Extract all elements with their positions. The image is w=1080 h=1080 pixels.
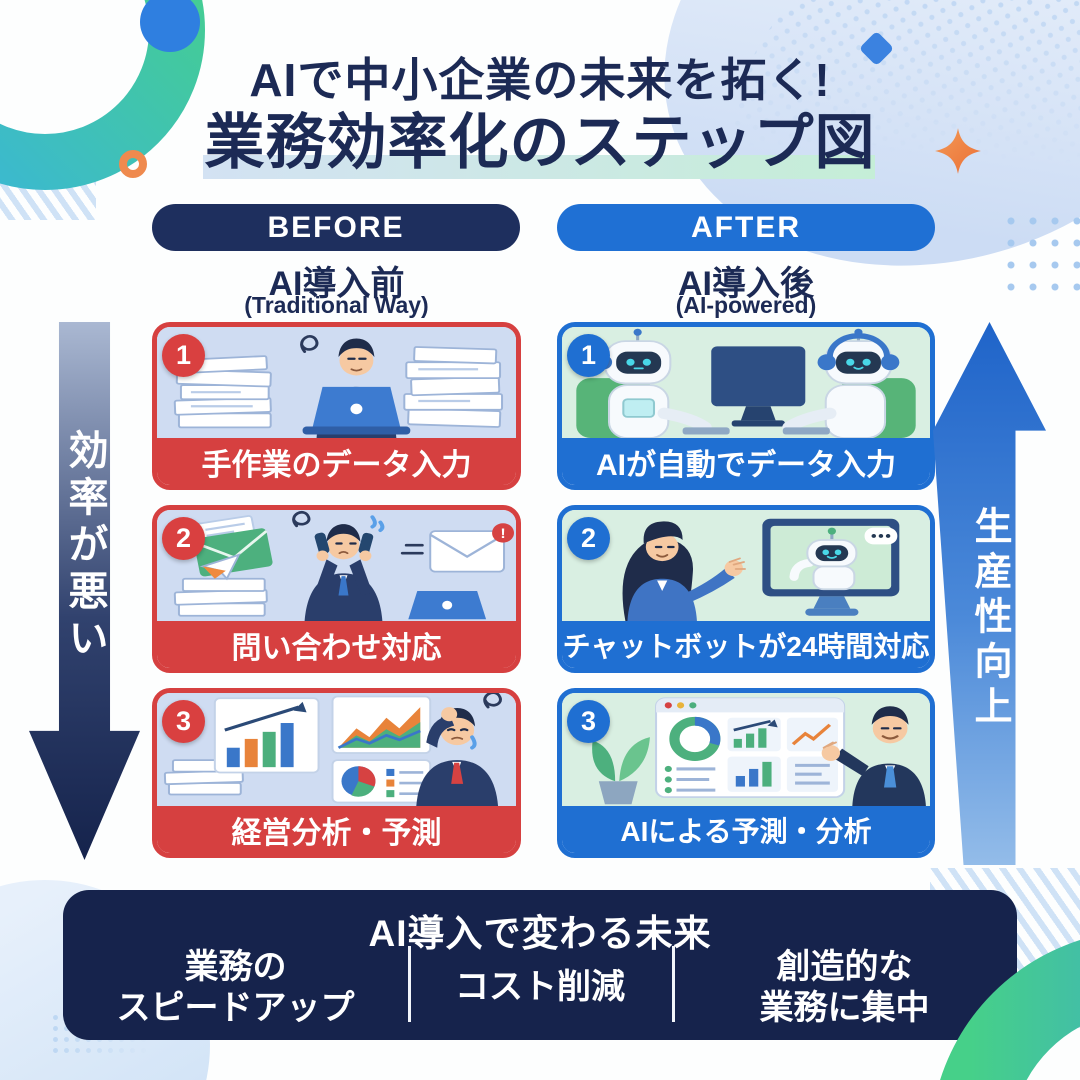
- analysis-stress-illustration: [157, 693, 516, 806]
- after-subheading: (AI-powered): [675, 292, 817, 318]
- inquiry-handling-illustration: !: [157, 510, 516, 621]
- benefit-line: コスト削減: [455, 968, 625, 1007]
- ai-data-entry-illustration: [562, 327, 930, 438]
- summary-panel: AI導入で変わる未来 業務の スピードアップ コスト削減 創造的な 業務に集中: [63, 890, 1017, 1040]
- step-number-badge: 3: [162, 700, 205, 743]
- benefit-line: 業務に集中: [759, 989, 930, 1027]
- step-number-badge: 2: [162, 517, 205, 560]
- summary-title: AI導入で変わる未来: [368, 913, 712, 954]
- svg-text:!: !: [500, 526, 505, 542]
- down-arrow-label: 効率が悪い: [62, 428, 107, 664]
- before-badge: BEFORE: [152, 204, 520, 251]
- benefit-cost: コスト削減: [408, 946, 672, 1030]
- after-badge: AFTER: [557, 204, 935, 251]
- benefit-line: 創造的な: [776, 947, 913, 986]
- step-label: AIによる予測・分析: [562, 806, 930, 853]
- step-label: チャットボットが24時間対応: [562, 621, 930, 668]
- up-arrow-label: 生産性向上: [968, 506, 1010, 731]
- step1-after-card: 1: [557, 322, 935, 490]
- productivity-up-arrow: 生産性向上: [933, 322, 1046, 865]
- step-number-badge: 1: [162, 334, 205, 377]
- dot-grid-pattern: [1000, 210, 1080, 302]
- page-title-line2: 業務効率化のステップ図: [204, 109, 876, 176]
- step-number-badge: 3: [567, 700, 610, 743]
- step1-before-card: 1: [152, 322, 521, 490]
- before-subheading: (Traditional Way): [244, 292, 429, 318]
- step3-after-card: 3: [557, 688, 935, 858]
- before-heading: AI導入前: [268, 265, 405, 303]
- step-number-badge: 2: [567, 517, 610, 560]
- divider: [408, 946, 411, 1022]
- step3-before-card: 3: [152, 688, 521, 858]
- step2-before-card: 2 !: [152, 505, 521, 673]
- ai-analysis-illustration: [562, 693, 930, 806]
- benefit-creative: 創造的な 業務に集中: [672, 946, 1017, 1030]
- divider: [672, 946, 675, 1022]
- benefit-speed: 業務の スピードアップ: [63, 946, 408, 1030]
- step-label: AIが自動でデータ入力: [562, 438, 930, 485]
- step-label: 経営分析・予測: [157, 806, 516, 853]
- step-label: 手作業のデータ入力: [157, 438, 516, 485]
- chatbot-illustration: [562, 510, 930, 621]
- step-number-badge: 1: [567, 334, 610, 377]
- benefit-line: スピードアップ: [116, 989, 355, 1027]
- manual-data-entry-illustration: [157, 327, 516, 438]
- step-label: 問い合わせ対応: [157, 621, 516, 668]
- step2-after-card: 2: [557, 505, 935, 673]
- benefit-line: 業務の: [184, 947, 287, 986]
- inefficiency-down-arrow: 効率が悪い: [29, 322, 140, 860]
